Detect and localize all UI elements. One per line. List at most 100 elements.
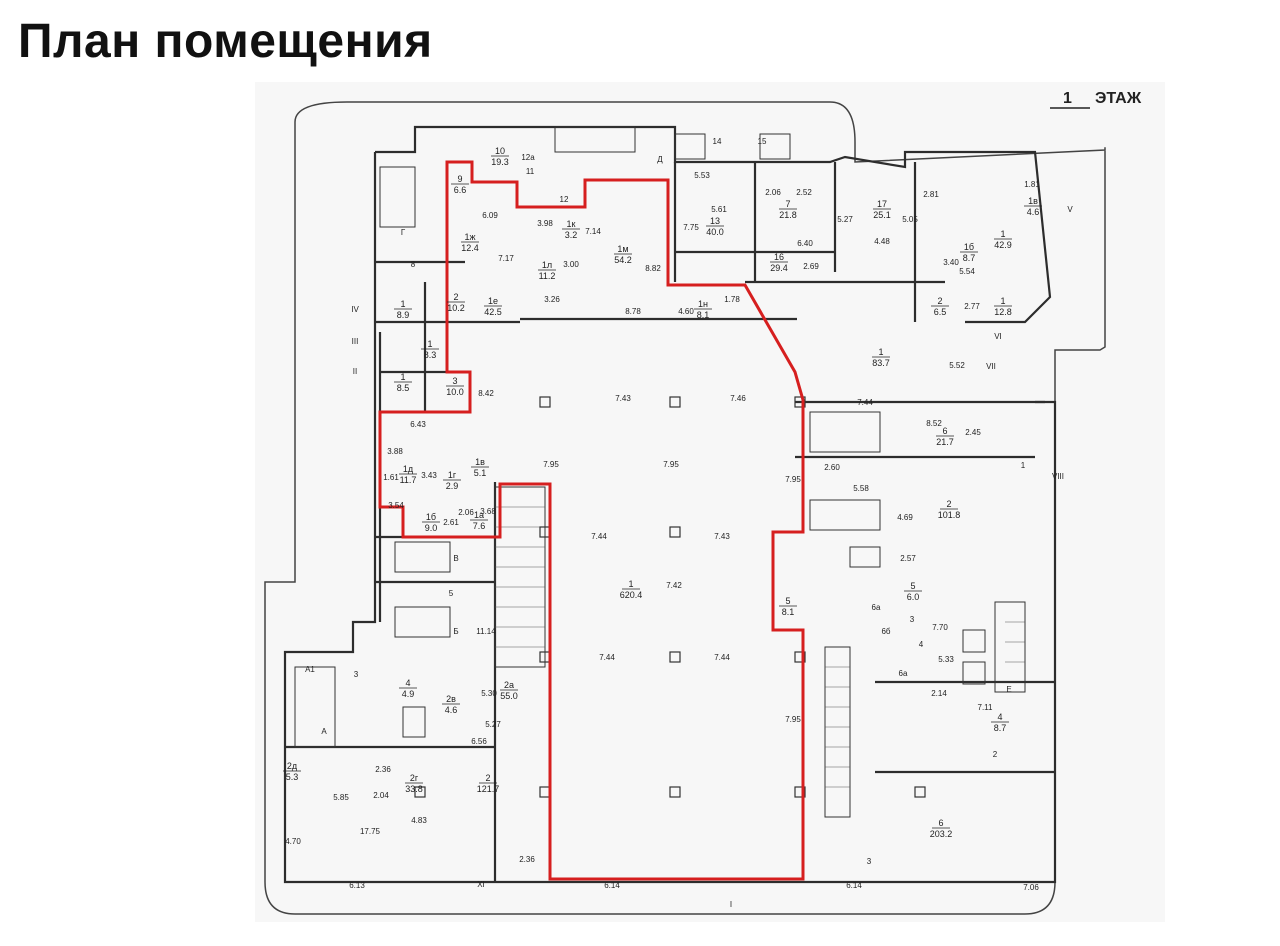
- plan-annotation: 2: [993, 750, 998, 759]
- room-area: 4.6: [1027, 207, 1040, 217]
- room-area: 6.5: [934, 307, 947, 317]
- room-label: 1в4.6: [1024, 196, 1042, 217]
- plan-annotation: 7.43: [615, 394, 631, 403]
- room-area: 6.6: [454, 185, 467, 195]
- plan-annotation: 7.95: [785, 715, 801, 724]
- room-label: 183.7: [872, 347, 890, 368]
- room-area: 4.9: [402, 689, 415, 699]
- room-area: 101.8: [938, 510, 961, 520]
- stairs: [294, 126, 1026, 818]
- plan-annotation: Г: [401, 228, 406, 237]
- plan-annotation: 6.13: [349, 881, 365, 890]
- room-number: 1: [1000, 229, 1005, 239]
- plan-annotation: 4: [919, 640, 924, 649]
- plan-annotation: 2.36: [519, 855, 535, 864]
- plan-annotation: 7.46: [730, 394, 746, 403]
- room-number: 1л: [542, 260, 552, 270]
- room-area: 620.4: [620, 590, 643, 600]
- plan-annotation: 7.11: [978, 703, 994, 712]
- plan-annotation: 6б: [881, 627, 890, 636]
- plan-annotation: 6.14: [604, 881, 620, 890]
- plan-annotation: 5.30: [481, 689, 497, 698]
- room-label: 210.2: [447, 292, 465, 313]
- plan-annotation: 2.69: [803, 262, 819, 271]
- plan-annotation: 7.43: [714, 532, 730, 541]
- room-labels: 1019.396.61ж12.41к3.21л11.21м54.21340.07…: [283, 146, 1042, 839]
- site-outline: [264, 101, 1106, 915]
- plan-annotation: 3: [910, 615, 915, 624]
- plan-annotation: 5.33: [938, 655, 954, 664]
- plan-annotation: 5.52: [949, 361, 965, 370]
- room-number: 10: [495, 146, 505, 156]
- room-area: 8.9: [397, 310, 410, 320]
- plan-annotation: VI: [994, 332, 1002, 341]
- room-number: 1н: [698, 299, 708, 309]
- plan-annotation: 3: [867, 857, 872, 866]
- plan-annotation: 11: [526, 167, 535, 176]
- plan-annotation: 2.52: [796, 188, 812, 197]
- room-area: 8.7: [963, 253, 976, 263]
- room-label: 26.5: [931, 296, 949, 317]
- plan-annotation: 14: [713, 137, 722, 146]
- room-area: 3.2: [565, 230, 578, 240]
- plan-annotation: 11.14: [476, 627, 496, 636]
- room-number: 1ж: [464, 232, 475, 242]
- room-number: 1д: [403, 464, 414, 474]
- plan-annotation: 5.53: [694, 171, 710, 180]
- room-number: 2а: [504, 680, 514, 690]
- room-number: 1б: [426, 512, 436, 522]
- plan-annotation: 8.42: [478, 389, 494, 398]
- room-area: 11.7: [400, 475, 417, 485]
- room-label: 18.9: [394, 299, 412, 320]
- plan-annotation: 3.98: [537, 219, 553, 228]
- plan-annotation: VII: [986, 362, 996, 371]
- plan-annotation: 2.45: [965, 428, 981, 437]
- plan-annotation: 6.56: [471, 737, 487, 746]
- room-label: 142.9: [994, 229, 1012, 250]
- room-area: 8.1: [697, 310, 710, 320]
- plan-annotation: 3.40: [943, 258, 959, 267]
- plan-annotation: 17.75: [360, 827, 381, 836]
- room-area: 19.3: [491, 157, 509, 167]
- plan-annotation: 7.44: [714, 653, 730, 662]
- plan-annotation: 6.40: [797, 239, 813, 248]
- plan-annotation: 1: [1021, 461, 1026, 470]
- room-label: 2в4.6: [442, 694, 460, 715]
- plan-annotation: 5.27: [485, 720, 501, 729]
- room-number: 13: [710, 216, 720, 226]
- plan-annotation: 5.05: [902, 215, 918, 224]
- plan-annotation: 7.44: [857, 398, 873, 407]
- room-number: 17: [877, 199, 887, 209]
- room-label: 310.0: [446, 376, 464, 397]
- room-area: 11.2: [539, 271, 556, 281]
- plan-annotation: А: [321, 727, 327, 736]
- plan-annotation: 7.14: [585, 227, 601, 236]
- room-label: 1н8.1: [694, 299, 712, 320]
- plan-annotation: 8: [411, 260, 416, 269]
- room-number: 16: [774, 252, 784, 262]
- room-area: 2.9: [446, 481, 459, 491]
- room-area: 21.8: [779, 210, 797, 220]
- plan-annotation: 3.26: [544, 295, 560, 304]
- room-area: 25.1: [873, 210, 891, 220]
- room-area: 8.1: [782, 607, 795, 617]
- room-number: 1: [628, 579, 633, 589]
- room-label: 621.7: [936, 426, 954, 447]
- plan-annotation: 4.83: [411, 816, 427, 825]
- room-number: 3: [452, 376, 457, 386]
- room-area: 33.8: [405, 784, 423, 794]
- plan-annotation: А1: [305, 665, 315, 674]
- room-label: 2д5.3: [283, 761, 301, 782]
- room-area: 29.4: [770, 263, 788, 273]
- plan-annotation: 7.95: [663, 460, 679, 469]
- plan-annotation: 4.48: [874, 237, 890, 246]
- room-area: 203.2: [930, 829, 953, 839]
- plan-annotation: 1.61: [383, 473, 399, 482]
